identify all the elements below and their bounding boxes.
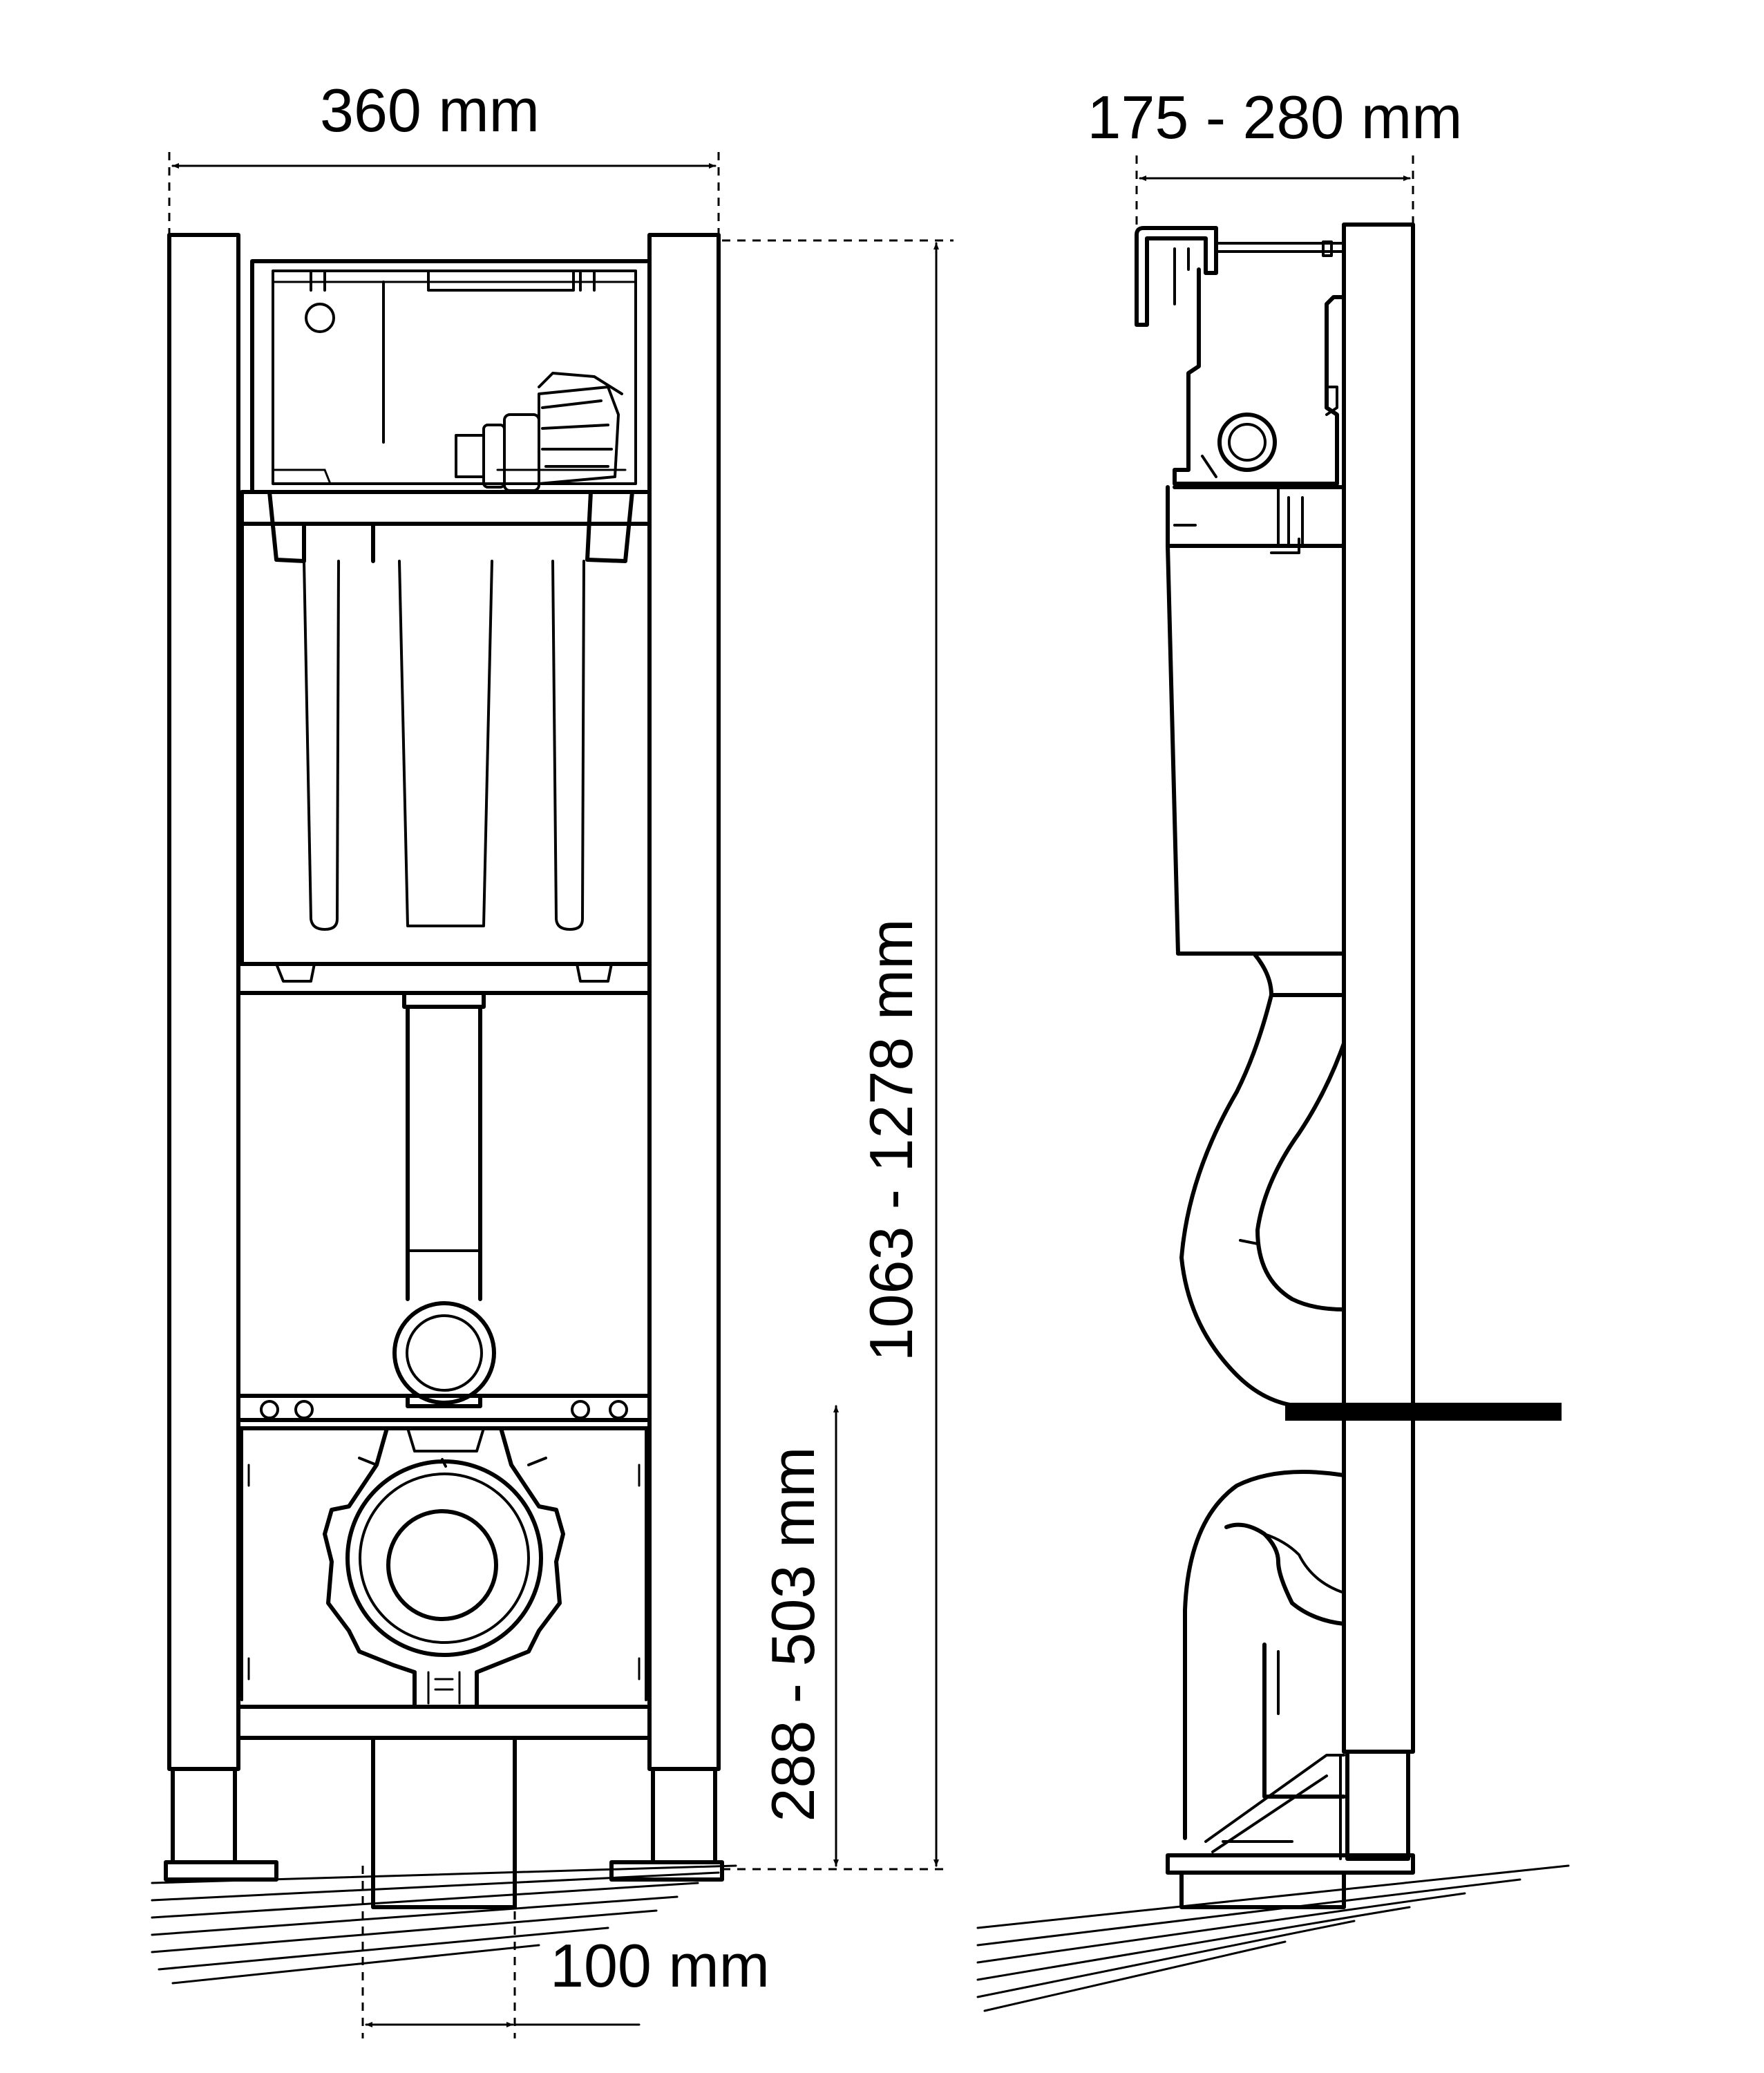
front-cistern-tank (240, 490, 652, 983)
side-floor-hatch (976, 1864, 1570, 2012)
front-view: 360 mm 1063 - 1278 mm 288 - 503 mm 100 m… (151, 76, 954, 2038)
side-support-rod (1285, 1403, 1562, 1421)
side-cistern-top (1173, 267, 1346, 486)
drain-outlet-fitting (323, 1426, 565, 1709)
side-depth-dimension: 175 - 280 mm (1088, 83, 1463, 228)
front-width-dimension: 360 mm (168, 76, 720, 235)
side-upright (1339, 223, 1415, 1861)
side-view: 175 - 280 mm (976, 83, 1570, 2012)
fill-valve-icon (455, 372, 623, 492)
front-left-upright (164, 233, 278, 1882)
side-cistern-tank (1166, 485, 1346, 956)
side-top-bracket (1135, 226, 1345, 327)
total-height-label: 1063 - 1278 mm (857, 919, 925, 1362)
front-bracket-bar (236, 1394, 652, 1430)
front-flush-pipe (392, 991, 496, 1408)
front-width-label: 360 mm (320, 76, 540, 144)
pipe-width-label: 100 mm (550, 1931, 770, 2000)
pipe-width-dimension: 100 mm (361, 1866, 770, 2038)
front-lower-plate (236, 1427, 652, 1740)
side-flush-bend (1179, 952, 1346, 1408)
side-outlet-bend (1183, 1470, 1346, 1853)
front-floor-hatch (151, 1864, 737, 1985)
total-height-dimension: 1063 - 1278 mm (722, 239, 954, 1871)
front-cistern-top (250, 259, 652, 494)
outlet-height-label: 288 - 503 mm (759, 1447, 827, 1822)
front-crossbar-upper (236, 962, 652, 995)
side-base-plate (1166, 1853, 1415, 1909)
outlet-height-dimension: 288 - 503 mm (759, 1405, 839, 1867)
front-right-upright (609, 233, 724, 1882)
front-outlet-pipe (371, 1736, 517, 1909)
side-depth-label: 175 - 280 mm (1088, 83, 1463, 151)
